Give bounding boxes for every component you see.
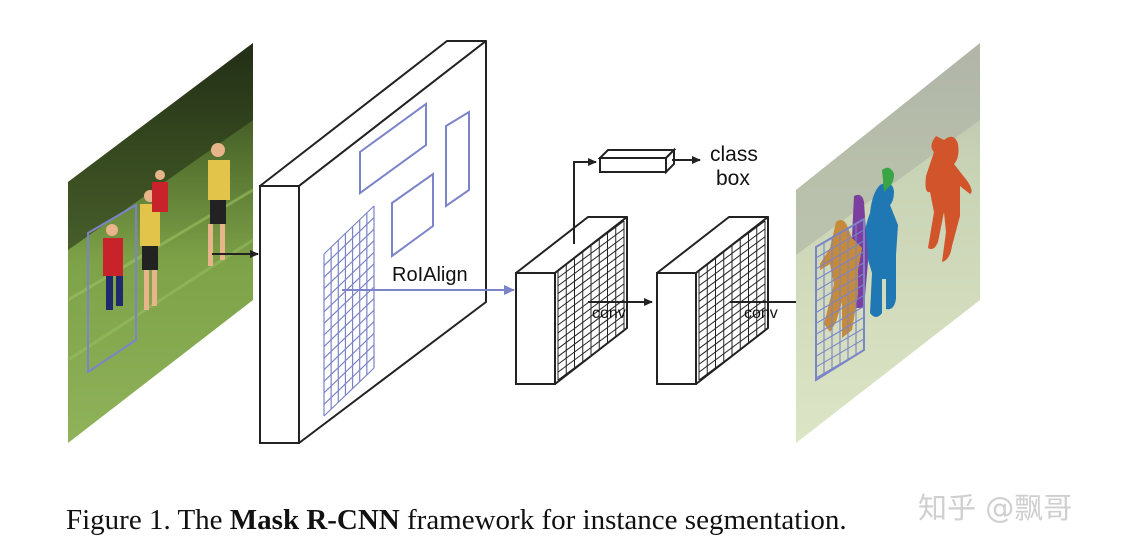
caption-suffix: framework for instance segmentation. xyxy=(399,504,847,536)
figure-caption: Figure 1. The Mask R-CNN framework for i… xyxy=(66,506,847,535)
conv-label-1: conv xyxy=(592,305,626,322)
conv-feature-grid xyxy=(698,220,766,381)
roi-grid xyxy=(323,205,375,417)
conv-label-2: conv xyxy=(744,305,778,322)
roialign-label: RoIAlign xyxy=(392,264,468,286)
proposal-2 xyxy=(391,172,434,258)
proposal-3 xyxy=(445,110,470,208)
proposal-1 xyxy=(359,102,427,195)
mask-orange-person xyxy=(925,136,972,262)
watermark: 知乎 @飘哥 xyxy=(918,491,1073,525)
caption-bold-title: Mask R-CNN xyxy=(229,504,400,536)
class-label: class xyxy=(710,143,758,166)
roi-box-input xyxy=(87,203,137,374)
output-image xyxy=(796,43,980,443)
branch-line-to-head xyxy=(573,158,597,244)
backbone-feature-map xyxy=(259,40,487,444)
player-figures xyxy=(103,143,230,310)
fc-head-box xyxy=(597,147,677,175)
caption-prefix: Figure 1. The xyxy=(66,504,230,536)
roi-feature-box xyxy=(515,216,628,385)
conv-feature-box xyxy=(656,216,769,385)
mask-blue-person xyxy=(864,183,898,317)
roi-feature-grid xyxy=(557,220,625,381)
output-roi-grid xyxy=(815,218,865,379)
input-image xyxy=(67,43,254,443)
box-label: box xyxy=(716,167,750,190)
mask-green-person xyxy=(882,167,894,192)
